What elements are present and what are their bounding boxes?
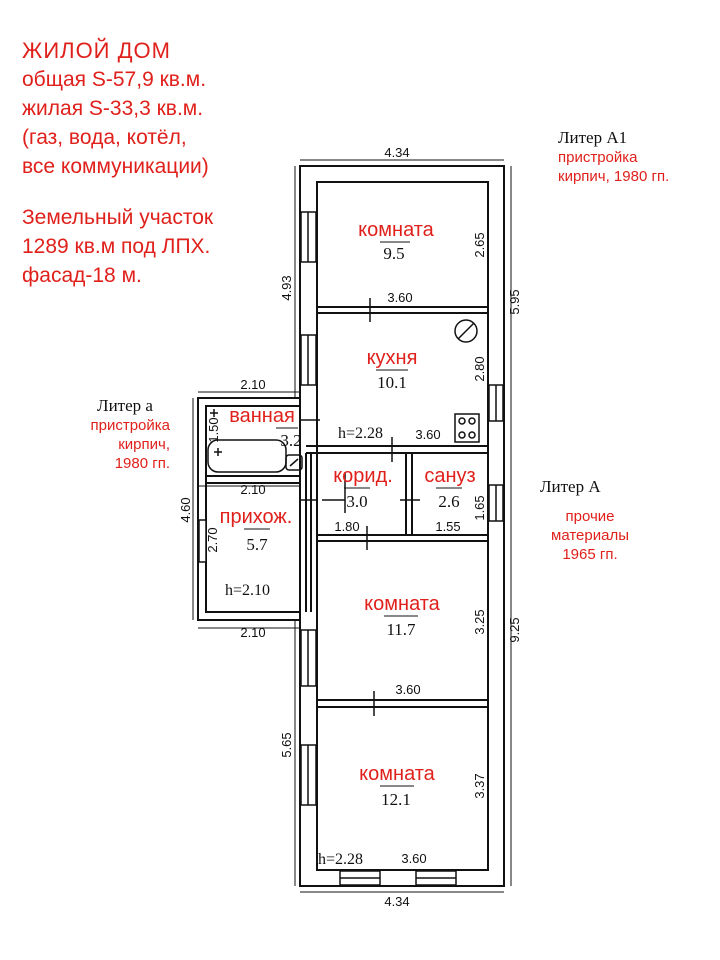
corridor-name: корид. — [333, 465, 393, 487]
liter-a-big-note-2: материалы — [551, 527, 629, 544]
stove-icon — [454, 413, 480, 443]
liter-a-small-note-3: 1980 гп. — [114, 455, 170, 472]
dim-left-lower: 5.65 — [279, 732, 294, 757]
liter-a-big-name: Литер А — [540, 477, 601, 496]
liter-a1-label: Литер А1 пристройка кирпич, 1980 гп. — [558, 128, 669, 186]
liter-a1-note-2: кирпич, 1980 гп. — [558, 168, 670, 185]
dim-corridor-width: 1.80 — [334, 519, 359, 534]
kitchen-name: кухня — [367, 347, 418, 369]
bath-plus-icon — [210, 409, 218, 417]
dim-top-width: 4.34 — [384, 145, 409, 160]
living-area: жилая S-33,3 кв.м. — [22, 97, 204, 120]
hall-name: прихож. — [220, 506, 293, 528]
house-title: ЖИЛОЙ ДОМ — [22, 38, 171, 63]
height-bottom: h=2.28 — [318, 851, 363, 868]
house-info: ЖИЛОЙ ДОМ общая S-57,9 кв.м. жилая S-33,… — [22, 36, 302, 290]
hall-area: 5.7 — [246, 535, 268, 554]
dim-wc-width: 1.55 — [435, 519, 460, 534]
boiler-icon — [454, 319, 478, 343]
dim-kitchen-height: 2.80 — [472, 356, 487, 381]
room-4-name: комната — [359, 763, 436, 785]
liter-a-small-name: Литер а — [97, 396, 153, 415]
dim-hall-height: 2.70 — [205, 527, 220, 552]
bathtub-icon — [207, 439, 303, 473]
dim-bottom-width: 4.34 — [384, 894, 409, 909]
liter-a-big-label: Литер А прочие материалы 1965 гп. — [540, 477, 640, 564]
dim-right-upper: 5.95 — [507, 289, 522, 314]
dim-room4-height: 3.37 — [472, 773, 487, 798]
annex-inner-wall — [205, 405, 301, 613]
dim-room1-height: 2.65 — [472, 232, 487, 257]
dim-right-lower: 9.25 — [507, 617, 522, 642]
facade-line: фасад-18 м. — [22, 264, 142, 287]
room-4-area: 12.1 — [381, 790, 411, 809]
liter-a1-note-1: пристройка — [558, 149, 638, 166]
bath-area: 3.2 — [280, 431, 301, 450]
room-3-name: комната — [364, 593, 441, 615]
total-area: общая S-57,9 кв.м. — [22, 68, 207, 91]
kitchen-area: 10.1 — [377, 373, 407, 392]
dim-wc-height: 1.65 — [472, 495, 487, 520]
wc-name: сануз — [424, 465, 475, 487]
liter-a-small-note-2: кирпич, — [118, 436, 170, 453]
dim-bath-height: 1.50 — [206, 417, 221, 442]
dim-room1-width: 3.60 — [387, 290, 412, 305]
land-line-1: Земельный участок — [22, 206, 214, 229]
corridor-area: 3.0 — [346, 492, 367, 511]
land-line-2: 1289 кв.м под ЛПХ. — [22, 235, 211, 258]
dim-annex-bottom: 2.10 — [240, 625, 265, 640]
height-annex: h=2.10 — [225, 582, 270, 599]
dim-annex-top: 2.10 — [240, 377, 265, 392]
liter-a-small-label: Литер а пристройка кирпич, 1980 гп. — [66, 396, 170, 473]
room-1-name: комната — [358, 219, 435, 241]
liter-a1-name: Литер А1 — [558, 128, 628, 147]
dim-room4-width: 3.60 — [401, 851, 426, 866]
wc-area: 2.6 — [438, 492, 459, 511]
dim-room3-width: 3.60 — [395, 682, 420, 697]
height-main: h=2.28 — [338, 425, 383, 442]
dim-room3-height: 3.25 — [472, 609, 487, 634]
utilities-line-2: все коммуникации) — [22, 155, 209, 178]
dim-left-upper: 4.93 — [279, 275, 294, 300]
liter-a-big-note-3: 1965 гп. — [562, 546, 618, 563]
room-1-area: 9.5 — [383, 244, 404, 263]
bath-name: ванная — [229, 405, 295, 427]
dim-kitchen-width: 3.60 — [415, 427, 440, 442]
main-inner-wall — [316, 181, 489, 871]
liter-a-small-note-1: пристройка — [90, 417, 170, 434]
dim-left-annex: 4.60 — [178, 497, 193, 522]
utilities-line-1: (газ, вода, котёл, — [22, 126, 187, 149]
liter-a-big-note-1: прочие — [565, 508, 615, 525]
room-3-area: 11.7 — [386, 620, 416, 639]
dim-annex-mid: 2.10 — [240, 482, 265, 497]
